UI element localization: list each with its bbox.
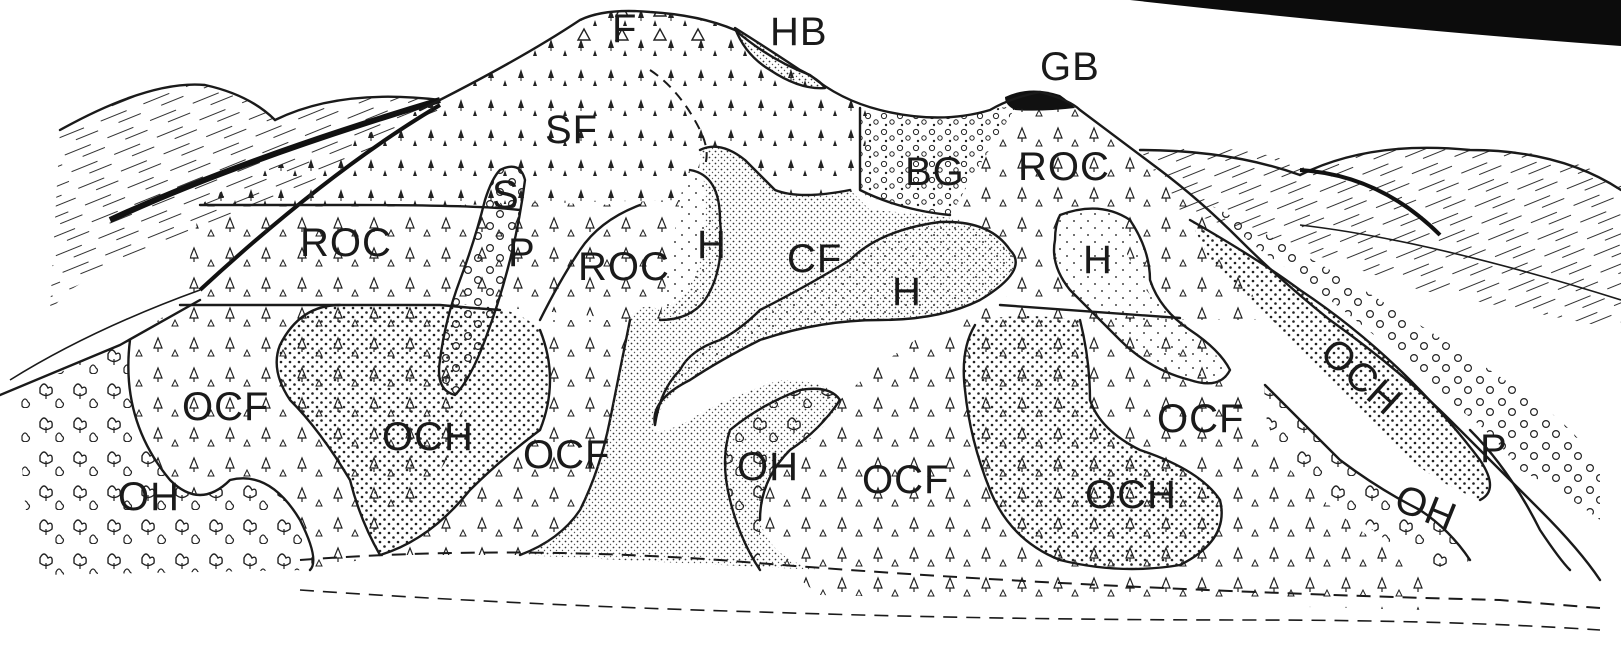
label-ocf-left: OCF — [182, 385, 269, 429]
label-h-right: H — [1083, 238, 1113, 282]
label-roc-right: ROC — [1018, 145, 1110, 189]
label-sf: SF — [545, 108, 598, 152]
label-och-left: OCH — [382, 415, 474, 459]
black-corner-band — [1130, 0, 1621, 46]
label-oh-center: OH — [737, 445, 799, 489]
label-oh-left: OH — [118, 475, 180, 519]
label-ocf-mid: OCF — [862, 458, 949, 502]
label-cf: CF — [787, 237, 842, 281]
label-gb: GB — [1040, 45, 1100, 89]
label-h-center: H — [697, 223, 727, 267]
label-p-right: P — [1480, 427, 1508, 471]
label-hb: HB — [770, 10, 828, 54]
label-roc-left: ROC — [300, 221, 392, 265]
label-s: S — [492, 173, 520, 217]
label-ocf-right: OCF — [1157, 397, 1244, 441]
label-p-center: P — [508, 231, 536, 275]
label-roc-center: ROC — [578, 245, 670, 289]
label-h-lower: H — [892, 270, 922, 314]
label-ocf-center: OCF — [523, 433, 610, 477]
label-och-bottom: OCH — [1085, 473, 1177, 517]
label-f: F — [612, 7, 637, 51]
zone-f — [560, 10, 735, 45]
label-bg: BG — [905, 150, 965, 194]
